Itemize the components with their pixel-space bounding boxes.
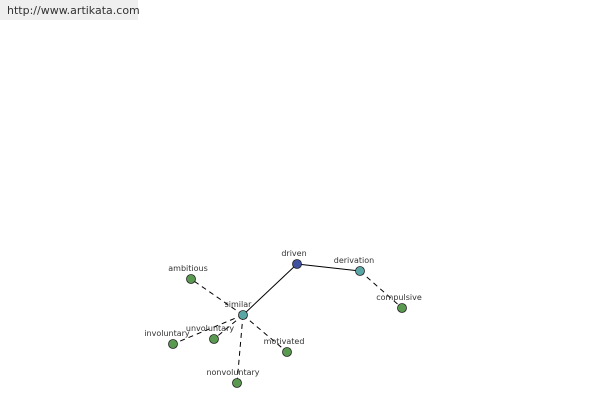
edge-driven-derivation: [296, 263, 361, 272]
node-label-motivated[interactable]: motivated: [264, 337, 305, 346]
edge-driven-similar: [242, 263, 298, 316]
node-ambitious[interactable]: [186, 274, 196, 284]
node-nonvoluntary[interactable]: [232, 378, 242, 388]
edge-similar-motivated: [242, 314, 288, 353]
node-label-compulsive[interactable]: compulsive: [376, 293, 422, 302]
graph-nodes: [168, 259, 407, 388]
node-label-similar[interactable]: similar: [225, 300, 253, 309]
node-label-involuntary[interactable]: involuntary: [144, 329, 190, 338]
node-derivation[interactable]: [355, 266, 365, 276]
graph-edges: [172, 263, 403, 384]
graph-labels: driven derivation similar compulsive ambitio…: [144, 249, 422, 377]
edge-similar-unvoluntary: [213, 314, 244, 340]
edge-similar-nonvoluntary: [236, 314, 244, 384]
edge-derivation-compulsive: [359, 270, 403, 309]
edge-similar-ambitious: [190, 278, 244, 316]
edge-similar-involuntary: [172, 314, 244, 345]
node-involuntary[interactable]: [168, 339, 178, 349]
node-similar[interactable]: [238, 310, 248, 320]
node-label-driven[interactable]: driven: [281, 249, 306, 258]
node-motivated[interactable]: [282, 347, 292, 357]
node-label-ambitious[interactable]: ambitious: [168, 264, 208, 273]
node-driven[interactable]: [292, 259, 302, 269]
source-url[interactable]: http://www.artikata.com: [0, 0, 140, 20]
node-unvoluntary[interactable]: [209, 334, 219, 344]
node-label-unvoluntary[interactable]: unvoluntary: [186, 324, 234, 333]
node-compulsive[interactable]: [397, 303, 407, 313]
node-label-nonvoluntary[interactable]: nonvoluntary: [206, 368, 259, 377]
node-label-derivation[interactable]: derivation: [334, 256, 374, 265]
